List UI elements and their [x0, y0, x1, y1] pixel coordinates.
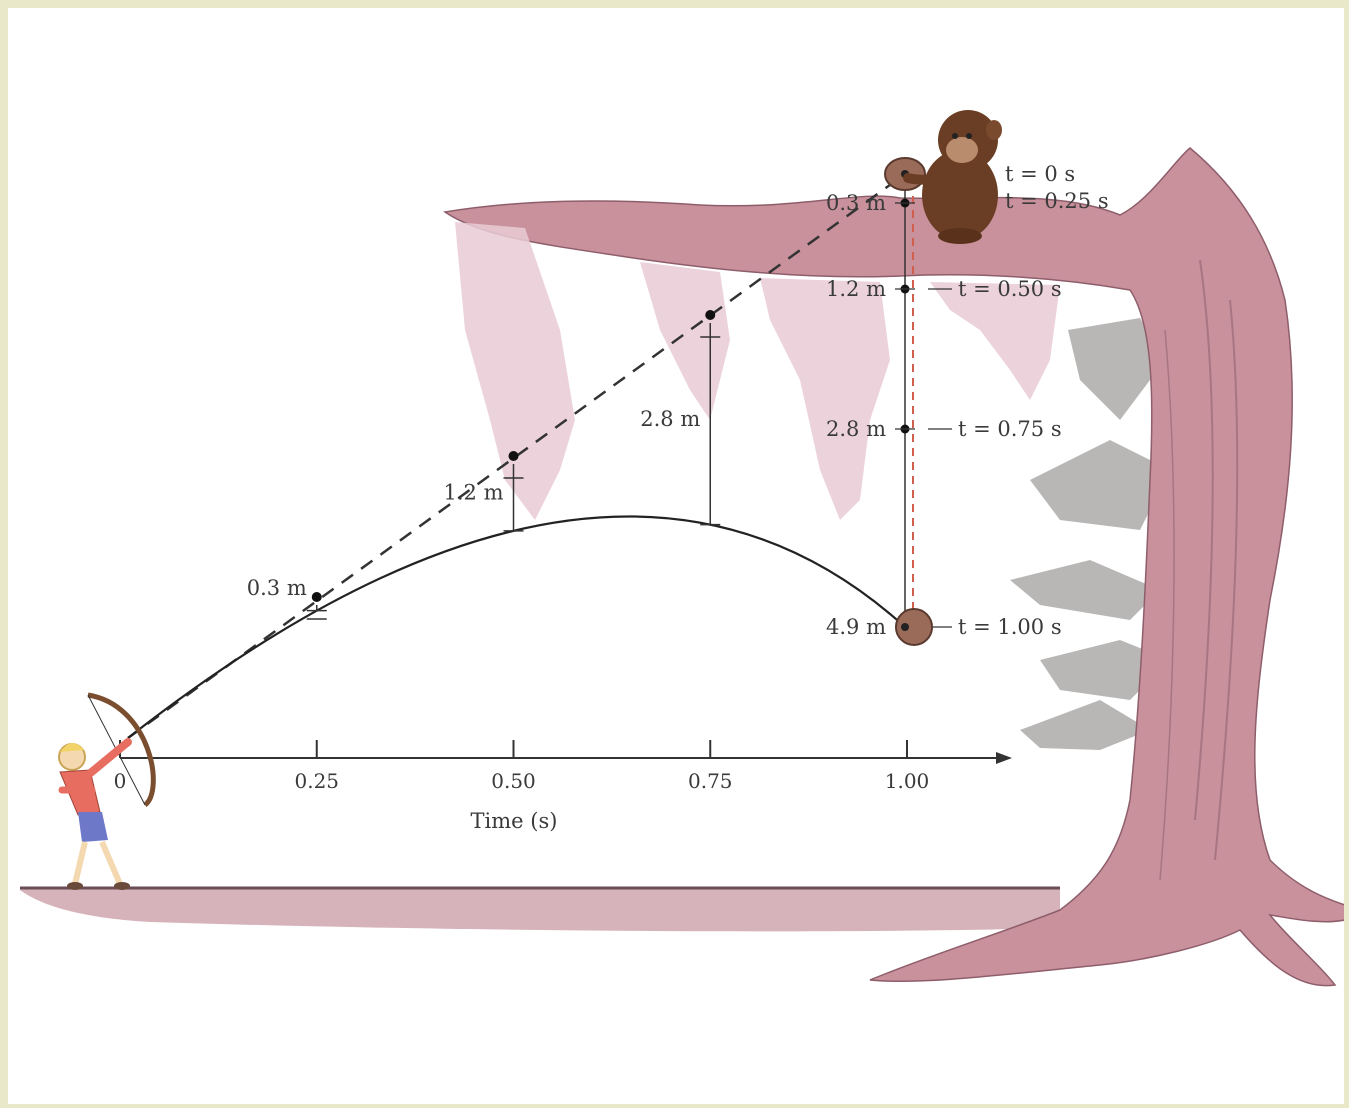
hanging-moss	[455, 222, 1060, 520]
fall-distance-label: 2.8 m	[826, 417, 886, 441]
monkey-figure	[903, 110, 1002, 244]
arrow-drop-label: 1.2 m	[444, 480, 504, 504]
tree-icon	[443, 147, 1346, 987]
fall-distance-label: 0.3 m	[826, 191, 886, 215]
arrow-drop-markers: 0.3 m 1.2 m 2.8 m	[247, 310, 721, 620]
fall-distance-label: 1.2 m	[826, 277, 886, 301]
aim-point	[508, 451, 519, 461]
aim-point	[705, 310, 716, 320]
arrow-drop-label: 0.3 m	[247, 576, 307, 600]
fall-time-label: t = 0 s	[1005, 162, 1075, 186]
fall-time-label: t = 0.25 s	[1005, 189, 1109, 213]
axis-tick-label: 0	[114, 769, 127, 793]
fall-distance-label: 4.9 m	[826, 615, 886, 639]
archer-figure	[58, 692, 156, 890]
axis-title: Time (s)	[471, 809, 558, 833]
figure-frame: 0 0.25 0.50 0.75 1.00 Time (s) 0.3 m 1.2 m 2.8…	[8, 8, 1346, 1104]
axis-ticks: 0 0.25 0.50 0.75 1.00	[114, 740, 930, 793]
fall-time-label: t = 0.75 s	[958, 417, 1062, 441]
axis-tick-label: 0.50	[491, 769, 536, 793]
axis-tick-label: 0.25	[294, 769, 339, 793]
time-axis	[120, 752, 1012, 764]
coconut-falling-icon	[895, 608, 933, 646]
arrow-drop-label: 2.8 m	[640, 407, 700, 431]
fall-time-label: t = 1.00 s	[958, 615, 1062, 639]
monkey-hunter-diagram: 0 0.25 0.50 0.75 1.00 Time (s) 0.3 m 1.2 m 2.8…	[20, 110, 1346, 987]
ground	[20, 886, 1060, 932]
fall-time-label: t = 0.50 s	[958, 277, 1062, 301]
leaves	[1010, 318, 1170, 750]
axis-tick-label: 1.00	[885, 769, 930, 793]
monkey-fall-markers: t = 0 s 0.3 m t = 0.25 s 1.2 m t = 0.50 s 2.8…	[826, 162, 1109, 639]
aim-point	[311, 592, 322, 602]
arrow-trajectory	[127, 515, 906, 739]
axis-tick-label: 0.75	[688, 769, 733, 793]
